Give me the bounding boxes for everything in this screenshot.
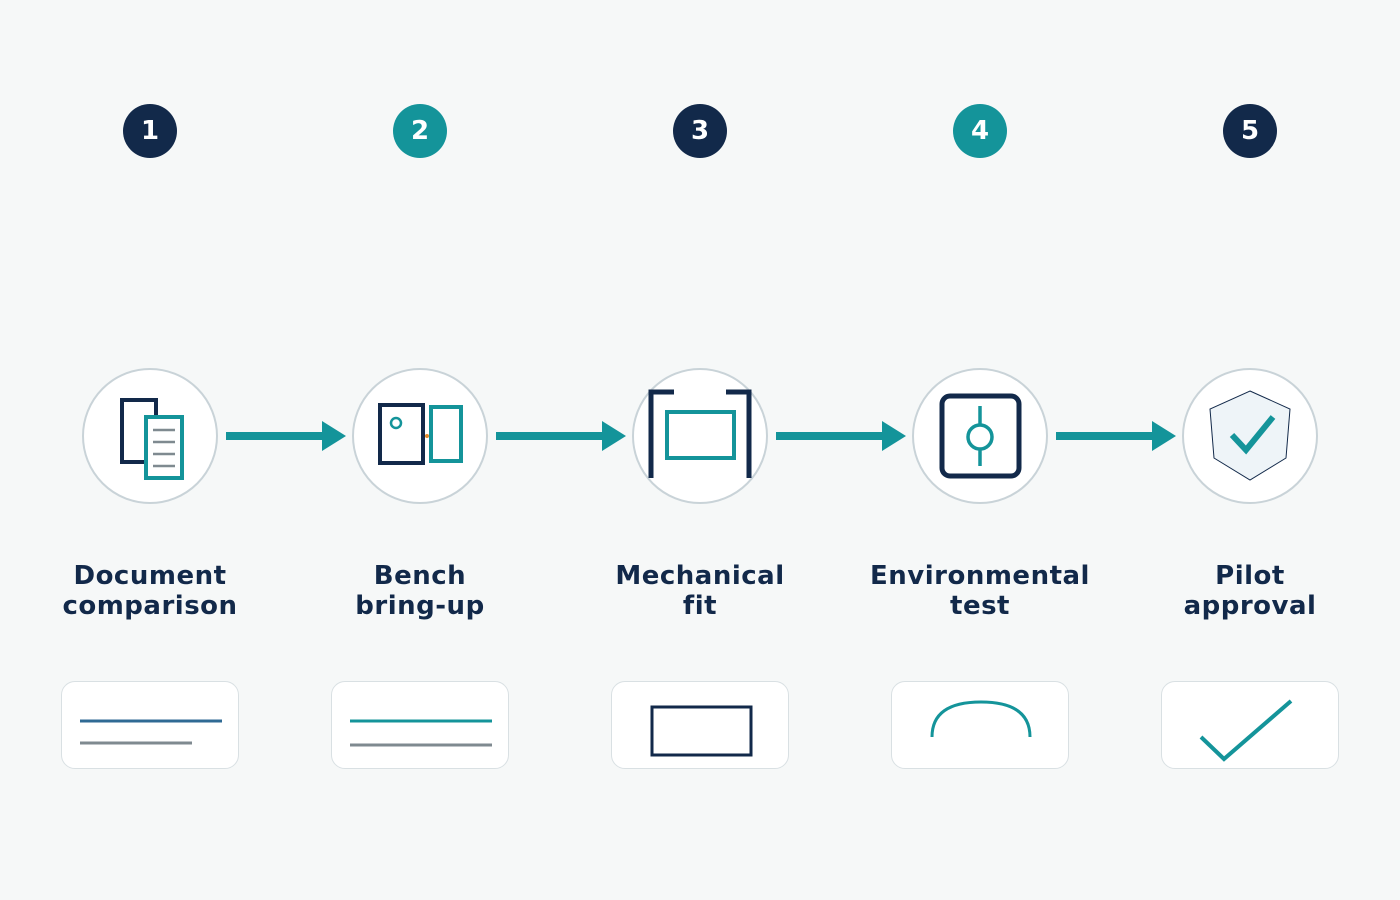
step-2-node — [352, 368, 488, 504]
bench-boards-icon — [378, 403, 463, 465]
step-5-title-line-2: approval — [1183, 591, 1317, 621]
step-1-title: Document comparison — [30, 561, 270, 621]
text-lines-thumbnail — [350, 719, 492, 747]
step-4-title: Environmental test — [860, 561, 1100, 621]
connector-arrow-2-3 — [496, 421, 626, 451]
step-5-number-badge: 5 — [1223, 104, 1277, 158]
checkmark-thumbnail — [1199, 699, 1293, 762]
step-4-node — [912, 368, 1048, 504]
test-chamber-icon — [939, 393, 1022, 479]
step-4-thumbnail-card — [891, 681, 1069, 769]
step-3-title-line-2: fit — [682, 591, 718, 621]
step-1-title-line-1: Document — [73, 561, 227, 591]
step-5-thumbnail-card — [1161, 681, 1339, 769]
text-lines-thumbnail — [80, 719, 222, 745]
step-1-thumbnail-card — [61, 681, 239, 769]
rectangle-thumbnail — [650, 705, 753, 757]
step-2-thumbnail-card — [331, 681, 509, 769]
shield-check-icon — [1209, 390, 1291, 481]
enclosure-fit-icon — [648, 389, 752, 478]
document-compare-icon — [120, 398, 184, 480]
arc-thumbnail — [930, 700, 1032, 738]
step-4-title-line-1: Environmental — [870, 561, 1090, 591]
step-3-number-badge: 3 — [673, 104, 727, 158]
step-3-thumbnail-card — [611, 681, 789, 769]
connector-arrow-1-2 — [226, 421, 346, 451]
step-4-title-line-2: test — [950, 591, 1010, 621]
step-2-title-line-1: Bench — [373, 561, 467, 591]
step-2-title: Bench bring-up — [300, 561, 540, 621]
step-3-title-line-1: Mechanical — [615, 561, 785, 591]
step-3-node — [632, 368, 768, 504]
step-5-title-line-1: Pilot — [1215, 561, 1285, 591]
step-2-number-badge: 2 — [393, 104, 447, 158]
step-5-title: Pilot approval — [1130, 561, 1370, 621]
step-4-number-badge: 4 — [953, 104, 1007, 158]
connector-arrow-3-4 — [776, 421, 906, 451]
connector-arrow-4-5 — [1056, 421, 1176, 451]
step-1-number-badge: 1 — [123, 104, 177, 158]
step-2-title-line-2: bring-up — [355, 591, 485, 621]
step-3-title: Mechanical fit — [580, 561, 820, 621]
step-1-title-line-2: comparison — [62, 591, 238, 621]
